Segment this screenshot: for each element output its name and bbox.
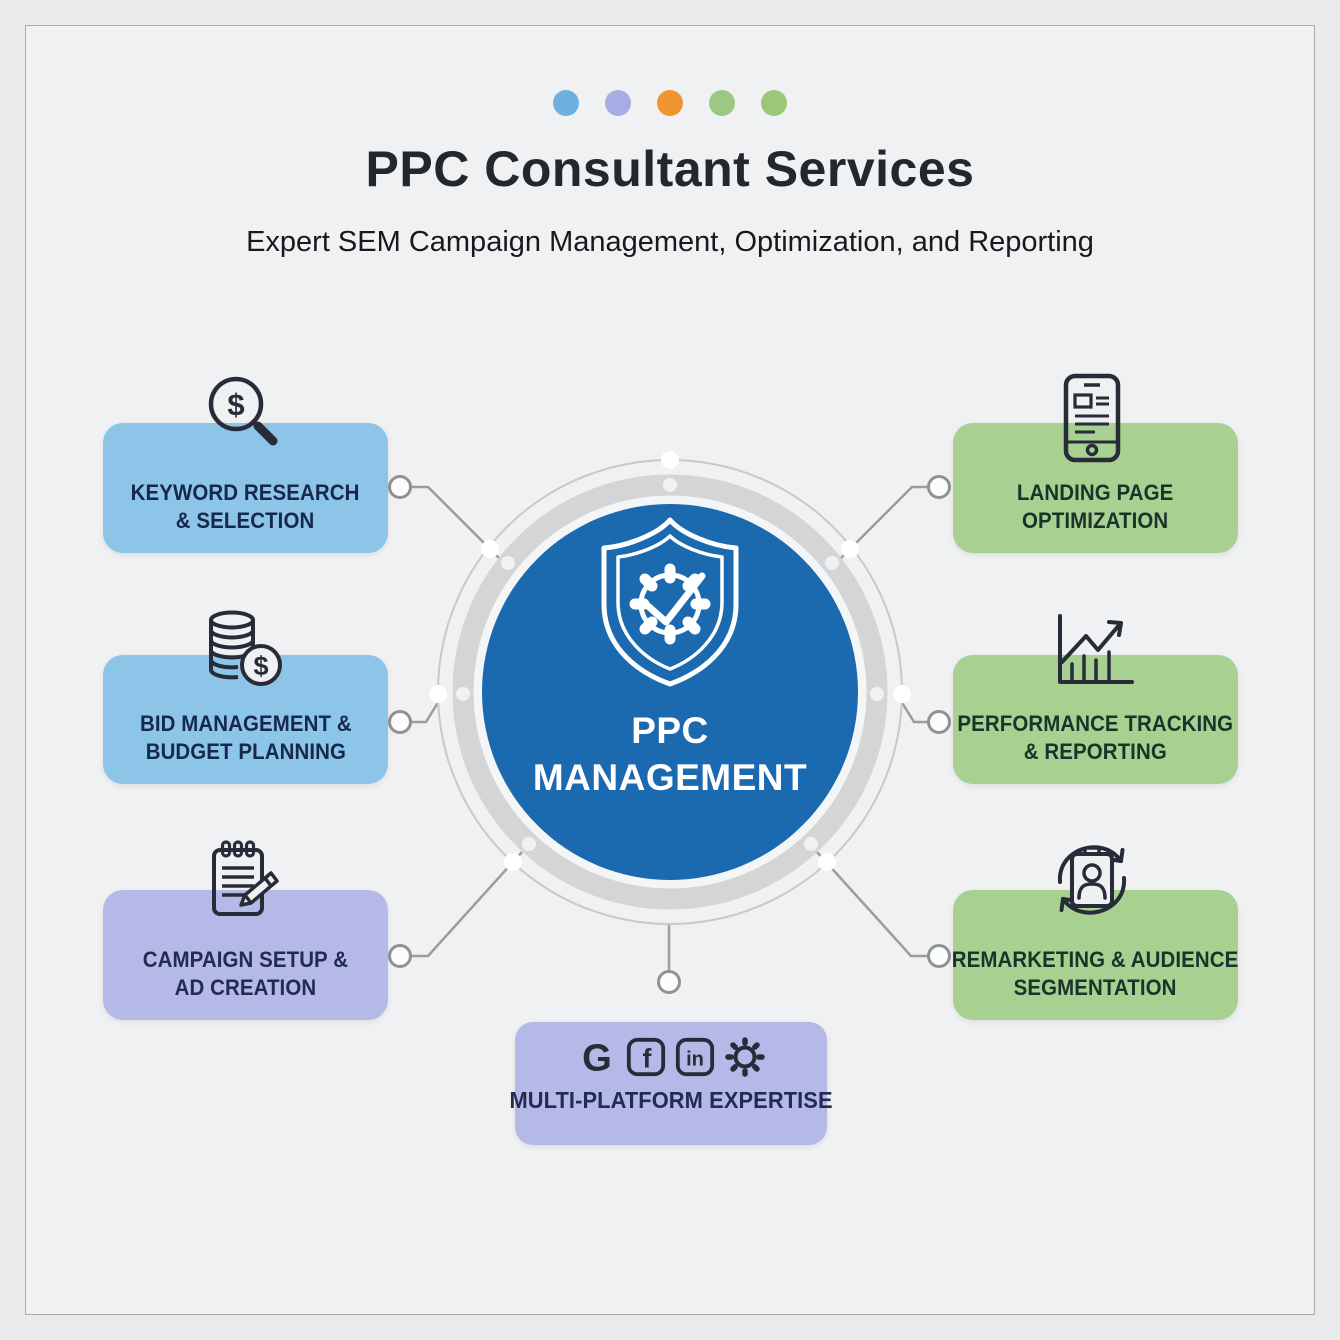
magnifier-dollar-icon: $	[208, 376, 278, 446]
dot-green-2	[761, 90, 787, 116]
notepad-pencil-icon	[212, 840, 279, 916]
center-label-line1: PPC	[631, 710, 709, 751]
gear-icon	[724, 1037, 765, 1077]
google-icon: G	[582, 1036, 612, 1078]
platform-icons-row: G f in	[576, 1035, 767, 1079]
dot-lavender	[605, 90, 631, 116]
orbit-node-dots	[429, 451, 911, 871]
svg-text:G: G	[582, 1036, 612, 1078]
header-accent-dots	[0, 90, 1340, 116]
svg-text:f: f	[642, 1044, 651, 1074]
service-label: MULTI-PLATFORM EXPERTISE	[509, 1087, 833, 1113]
dot-orange	[657, 90, 683, 116]
service-box-bid-management: BID MANAGEMENT &BUDGET PLANNING	[103, 655, 388, 784]
shield-gear-check-icon	[601, 517, 739, 687]
dot-green-1	[709, 90, 735, 116]
coins-dollar-icon: $	[209, 610, 282, 686]
dot-blue	[553, 90, 579, 116]
service-label: PERFORMANCE TRACKING& REPORTING	[957, 711, 1234, 764]
facebook-icon: f	[626, 1037, 665, 1077]
service-box-keyword-research: KEYWORD RESEARCH& SELECTION	[103, 423, 388, 553]
service-label: BID MANAGEMENT &BUDGET PLANNING	[139, 711, 352, 764]
svg-text:$: $	[227, 387, 244, 422]
service-label: CAMPAIGN SETUP &AD CREATION	[142, 947, 349, 1000]
ring-notches	[456, 478, 884, 851]
center-label-line2: MANAGEMENT	[532, 757, 808, 798]
center-label: PPC MANAGEMENT	[470, 707, 870, 801]
svg-text:$: $	[253, 651, 268, 681]
phone-wireframe-icon	[1063, 373, 1121, 463]
linkedin-icon: in	[675, 1037, 714, 1077]
svg-text:in: in	[686, 1049, 704, 1071]
service-box-campaign-setup: CAMPAIGN SETUP &AD CREATION	[103, 890, 388, 1020]
service-box-multi-platform: G f in MULTI-PLATFORM EXPERTISE	[509, 1022, 832, 1145]
page-title: PPC Consultant Services	[365, 141, 975, 197]
growth-chart-icon	[1058, 614, 1134, 684]
center-circle	[482, 504, 858, 880]
service-label: KEYWORD RESEARCH& SELECTION	[131, 480, 360, 533]
audience-sync-icon	[1057, 845, 1127, 915]
connector-terminals	[388, 475, 951, 994]
page-subtitle: Expert SEM Campaign Management, Optimiza…	[246, 226, 1094, 258]
